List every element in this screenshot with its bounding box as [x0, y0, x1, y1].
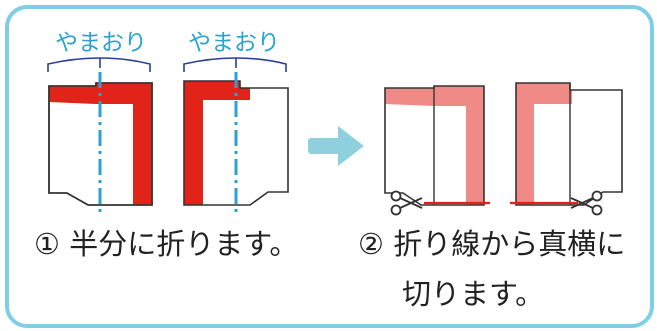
right-arrow-icon: [308, 126, 364, 166]
step-2-caption-line2: 切ります。: [402, 277, 545, 311]
sheet-cut-left: [384, 85, 490, 206]
sheet-cut-right: [510, 82, 623, 206]
fold-brace-left: [47, 57, 151, 72]
step-1-caption: ① 半分に折ります。: [34, 227, 299, 261]
fold-label-left: やまおり: [55, 30, 147, 56]
fold-brace-right: [183, 57, 287, 72]
scissors-icon: [570, 190, 603, 216]
fold-label-right: やまおり: [188, 30, 280, 56]
step-2-caption-line1: ② 折り線から真横に: [358, 227, 626, 261]
scissors-icon: [390, 190, 423, 216]
